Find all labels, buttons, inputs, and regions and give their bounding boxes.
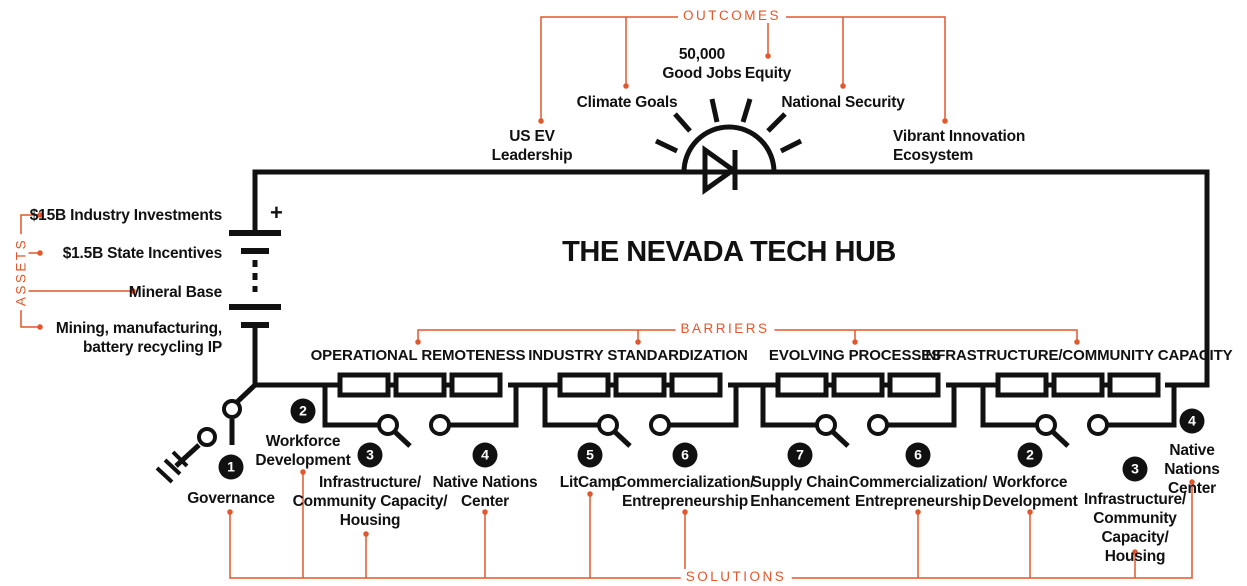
outcome-national-security: National Security <box>781 94 905 111</box>
switch-contact-icon <box>1087 414 1109 436</box>
asset-state-incentives: $1.5B State Incentives <box>62 245 222 262</box>
solution-native-nations-center: Native Nations Center <box>432 474 538 510</box>
asset-industry-investments: $15B Industry Investments <box>29 207 222 224</box>
resistor <box>995 372 1049 398</box>
solution-number-badge: 5 <box>577 442 603 468</box>
solution-number-badge: 7 <box>787 442 813 468</box>
resistor <box>887 372 941 398</box>
magnifier-switch-icon <box>377 414 399 436</box>
wire <box>322 385 380 428</box>
solution-number-badge: 3 <box>1122 456 1148 482</box>
asset-mineral-base: Mineral Base <box>128 284 222 301</box>
switch-contact-icon <box>429 414 451 436</box>
magnifier-handle <box>393 430 412 448</box>
assets-label: ASSETS <box>13 233 29 311</box>
solution-supply-chain: Supply Chain Enhancement <box>750 474 850 510</box>
lightbulb-icon <box>654 98 803 195</box>
barrier-operational-remoteness: OPERATIONAL REMOTENESS <box>310 347 526 364</box>
resistor <box>1051 372 1105 398</box>
solution-number-badge: 1 <box>218 454 244 480</box>
solution-workforce-development: Workforce Development <box>982 474 1078 510</box>
outcome-climate-goals: Climate Goals <box>576 94 678 111</box>
solution-number-badge: 6 <box>672 442 698 468</box>
switch-contact-icon <box>867 414 889 436</box>
battery-icon <box>229 230 281 328</box>
solution-commercialization: Commercialization/ Entrepreneurship <box>848 474 988 510</box>
resistor <box>393 372 447 398</box>
page-title: THE NEVADA TECH HUB <box>562 236 896 268</box>
wire <box>760 385 818 428</box>
resistor <box>1107 372 1161 398</box>
solution-workforce-development: Workforce Development <box>255 433 351 469</box>
assets-bracket <box>20 212 136 330</box>
barrier-infrastructure-capacity: INFRASTRUCTURE/COMMUNITY CAPACITY <box>921 347 1233 364</box>
resistor <box>775 372 829 398</box>
outcomes-label: OUTCOMES <box>677 8 787 23</box>
solution-number-badge: 2 <box>1017 442 1043 468</box>
resistor <box>337 372 391 398</box>
outcome-good-jobs: 50,000 Good Jobs <box>662 46 742 82</box>
solution-litcamp: LitCamp <box>559 474 621 491</box>
barrier-evolving-processes: EVOLVING PROCESSES <box>768 347 942 364</box>
battery-plus-sign: + <box>270 200 283 225</box>
resistor-groups <box>255 372 1207 448</box>
resistor <box>831 372 885 398</box>
solution-governance: Governance <box>187 490 275 507</box>
magnifier-handle <box>831 430 850 448</box>
wire <box>980 385 1038 428</box>
outcome-equity: Equity <box>744 65 792 82</box>
outcome-innovation-ecosystem: Vibrant Innovation Ecosystem <box>893 128 1026 164</box>
magnifier-handle <box>1051 430 1070 448</box>
wire <box>887 385 957 428</box>
wire <box>449 385 519 428</box>
magnifier-switch-icon <box>815 414 837 436</box>
switch-contact-icon <box>649 414 671 436</box>
solution-infrastructure-housing: Infrastructure/ Community Capacity/ Hous… <box>1083 491 1187 565</box>
solution-number-badge: 4 <box>1179 408 1205 434</box>
solution-number-badge: 3 <box>357 442 383 468</box>
wire <box>669 385 739 428</box>
magnifier-switch-icon <box>1035 414 1057 436</box>
solution-commercialization: Commercialization/ Entrepreneurship <box>615 474 755 510</box>
resistor <box>613 372 667 398</box>
solution-infrastructure-housing: Infrastructure/ Community Capacity/ Hous… <box>292 474 448 529</box>
resistor <box>557 372 611 398</box>
solutions-label: SOLUTIONS <box>680 569 792 584</box>
wire <box>1107 385 1177 428</box>
solution-native-nations-center: Native Nations Center <box>1164 442 1220 497</box>
outcome-us-ev-leadership: US EV Leadership <box>491 128 573 164</box>
solution-number-badge: 6 <box>905 442 931 468</box>
solution-number-badge: 2 <box>290 398 316 424</box>
resistor <box>669 372 723 398</box>
magnifier-handle <box>613 430 632 448</box>
barrier-industry-standardization: INDUSTRY STANDARDIZATION <box>528 347 748 364</box>
barriers-label: BARRIERS <box>675 321 775 336</box>
solution-number-badge: 4 <box>472 442 498 468</box>
asset-mining-ip: Mining, manufacturing, battery recycling… <box>55 320 222 356</box>
resistor <box>449 372 503 398</box>
wire <box>542 385 600 428</box>
magnifier-switch-icon <box>597 414 619 436</box>
